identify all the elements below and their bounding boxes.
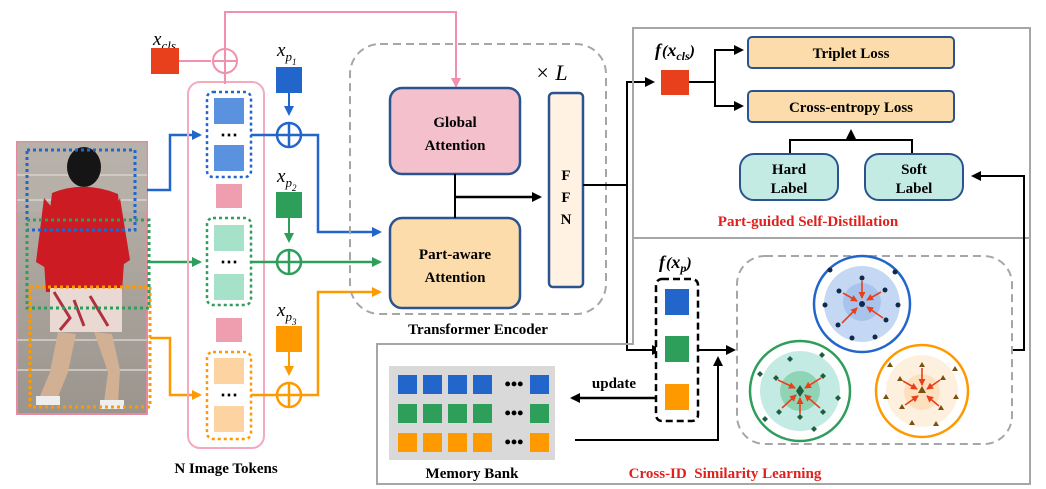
- token-separator-1: [216, 184, 242, 208]
- lower-region-box: [28, 285, 152, 409]
- hard-label-line2: Label: [771, 181, 808, 197]
- ffn-to-fcls-arrow: [583, 77, 655, 186]
- similarity-caption: Cross-ID Similarity Learning: [629, 466, 822, 482]
- clusters-panel: [736, 255, 1013, 445]
- ffn-block: [547, 91, 585, 289]
- distillation-panel: f(xcls) Triplet Loss Cross-entropy Loss …: [632, 27, 1031, 239]
- region-arrows: [147, 130, 202, 400]
- cluster-blue: [812, 254, 912, 354]
- ellipsis-glyph: •••: [505, 432, 524, 452]
- token-group-2: ⋯: [205, 216, 253, 307]
- memory-row-blue: •••: [398, 374, 549, 394]
- upper-region-box: [25, 148, 137, 232]
- global-attention-block: [388, 86, 522, 176]
- encoder-repeat-label: × L: [535, 60, 568, 85]
- ellipsis-glyph: ⋯: [220, 252, 238, 272]
- part-token-3: xp3: [251, 287, 382, 409]
- f-cls-label: f(xcls): [655, 40, 695, 63]
- distillation-caption: Part-guided Self-Distillation: [718, 214, 899, 230]
- part-aware-line2: Attention: [425, 270, 486, 286]
- part-token-2-label: xp2: [276, 166, 297, 193]
- memory-row-green: •••: [398, 403, 549, 423]
- part-token-1-label: xp1: [276, 40, 296, 67]
- middle-region-box: [25, 218, 151, 310]
- triplet-loss-label: Triplet Loss: [813, 46, 890, 62]
- triplet-loss-box: [747, 36, 955, 69]
- part-aware-line1: Part-aware: [419, 247, 492, 263]
- similarity-panel: f(xp) update ••• •••: [376, 238, 1031, 485]
- token-group-3: ⋯: [205, 350, 253, 441]
- ffn-letter-2: F: [561, 190, 570, 206]
- hard-label-box: [739, 153, 839, 201]
- ce-loss-box: [747, 90, 955, 123]
- ffn-to-fp-arrow: [626, 185, 662, 355]
- f-cls-feature: [661, 70, 689, 95]
- hard-label-line1: Hard: [772, 162, 807, 178]
- ellipsis-glyph: ⋯: [220, 125, 238, 145]
- soft-label-line1: Soft: [901, 162, 927, 178]
- part-token-1: xp1: [251, 40, 382, 237]
- cluster-orange: [874, 343, 970, 439]
- encoder-caption: Transformer Encoder: [408, 322, 548, 338]
- ffn-letter-1: F: [561, 168, 570, 184]
- global-attention-line2: Attention: [425, 138, 486, 154]
- soft-label-line2: Label: [896, 181, 933, 197]
- part-aware-attention-block: [388, 216, 522, 310]
- token-group-1: ⋯: [205, 90, 253, 179]
- transformer-encoder: × L Global Attention Part-aware Attentio…: [349, 43, 607, 338]
- ellipsis-glyph: ⋯: [220, 385, 238, 405]
- image-tokens-caption: N Image Tokens: [174, 461, 278, 477]
- soft-label-box: [864, 153, 964, 201]
- ffn-letter-3: N: [561, 212, 572, 228]
- update-label: update: [592, 376, 637, 392]
- token-separator-2: [216, 318, 242, 342]
- memory-row-orange: •••: [398, 432, 549, 452]
- cluster-to-soft-label-arrow: [971, 171, 1025, 351]
- part-token-2: xp2: [251, 166, 382, 276]
- ellipsis-glyph: •••: [505, 403, 524, 423]
- pedestrian-image: [16, 141, 152, 415]
- cluster-green: [748, 339, 852, 443]
- f-p-label: f(xp): [659, 252, 692, 275]
- global-attention-line1: Global: [433, 115, 476, 131]
- part-token-3-label: xp3: [276, 300, 297, 327]
- ce-loss-label: Cross-entropy Loss: [789, 100, 913, 116]
- ellipsis-glyph: •••: [505, 374, 524, 394]
- cls-token: xcls: [151, 11, 461, 88]
- memory-bank-label: Memory Bank: [426, 466, 520, 482]
